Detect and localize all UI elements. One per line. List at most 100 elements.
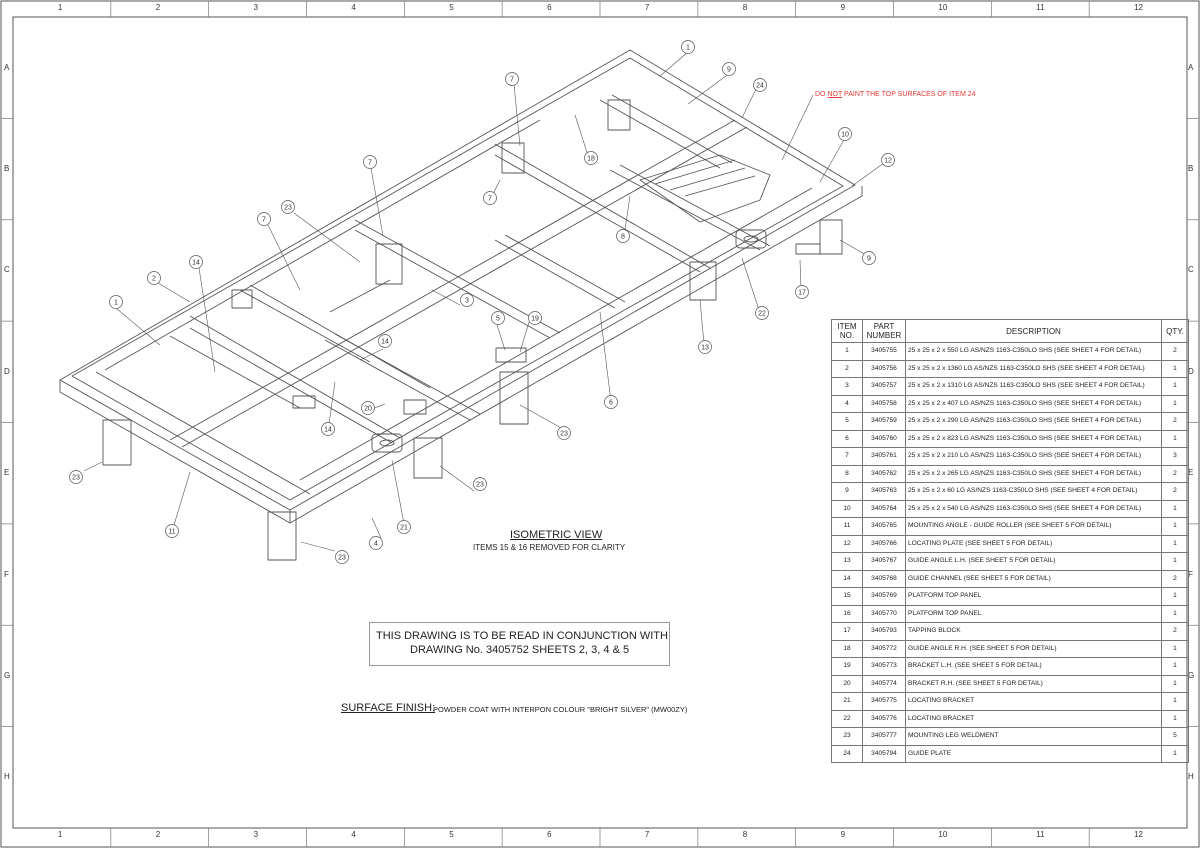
balloon-number: 7: [488, 196, 492, 203]
balloon-circle: [881, 153, 895, 167]
bom-cell-part: 3405794: [862, 744, 906, 763]
balloon-number: 2: [152, 276, 156, 283]
bom-cell-part: 3405765: [862, 517, 906, 536]
zone-column-label: 9: [840, 3, 846, 12]
zone-row-label: F: [4, 569, 9, 579]
balloon-number: 14: [192, 260, 200, 267]
zone-row-label: A: [1188, 62, 1194, 72]
balloon-number: 4: [374, 541, 378, 548]
balloon-number: 23: [284, 205, 292, 212]
bom-cell-qty: 1: [1161, 604, 1189, 623]
bom-cell-part: 3405755: [862, 342, 906, 361]
balloon-circle: [147, 271, 161, 285]
balloon-number: 7: [510, 77, 514, 84]
bom-cell-item: 14: [831, 569, 863, 588]
balloon-circle: [369, 536, 383, 550]
bom-cell-item: 22: [831, 709, 863, 728]
zone-row-label: F: [1188, 569, 1193, 579]
bom-cell-part: 3405758: [862, 394, 906, 413]
balloon-number: 23: [560, 431, 568, 438]
reference-note-box: THIS DRAWING IS TO BE READ IN CONJUNCTIO…: [369, 622, 670, 666]
balloon-circle: [722, 62, 736, 76]
bom-cell-qty: 3: [1161, 447, 1189, 466]
zone-column-label: 11: [1036, 3, 1045, 12]
bom-cell-qty: 2: [1161, 482, 1189, 501]
bom-cell-item: 13: [831, 552, 863, 571]
bom-cell-item: 3: [831, 377, 863, 396]
balloon-number: 9: [867, 256, 871, 263]
view-title: ISOMETRIC VIEW: [510, 529, 603, 541]
bom-cell-desc: MOUNTING LEG WELDMENT: [905, 727, 1162, 746]
zone-column-label: 4: [351, 830, 356, 839]
balloon-number: 22: [758, 311, 766, 318]
bom-cell-desc: LOCATING BRACKET: [905, 709, 1162, 728]
balloon-number: 13: [701, 345, 709, 352]
bom-cell-part: 3405775: [862, 692, 906, 711]
zone-column-label: 4: [351, 3, 356, 12]
bom-cell-desc: GUIDE PLATE: [905, 744, 1162, 763]
zone-column-label: 9: [840, 830, 846, 839]
zone-column-label: 3: [253, 830, 259, 839]
bom-cell-desc: PLATFORM TOP PANEL: [905, 604, 1162, 623]
zone-row-label: A: [4, 62, 10, 72]
bom-cell-part: 3405756: [862, 359, 906, 378]
balloon-circle: [69, 470, 83, 484]
bom-cell-item: 4: [831, 394, 863, 413]
bom-cell-qty: 1: [1161, 692, 1189, 711]
balloon-circle: [363, 155, 377, 169]
bom-cell-desc: MOUNTING ANGLE - GUIDE ROLLER (SEE SHEET…: [905, 517, 1162, 536]
bom-cell-qty: 2: [1161, 464, 1189, 483]
zone-row-label: C: [1188, 265, 1194, 275]
zone-column-label: 10: [938, 3, 948, 12]
bom-cell-desc: LOCATING BRACKET: [905, 692, 1162, 711]
bom-cell-item: 8: [831, 464, 863, 483]
bom-cell-part: 3405793: [862, 622, 906, 641]
bom-cell-desc: 25 x 25 x 2 x 1360 LG AS/NZS 1163-C350LO…: [905, 359, 1162, 378]
zone-row-label: B: [1188, 164, 1194, 174]
bom-cell-part: 3405757: [862, 377, 906, 396]
bom-cell-item: 1: [831, 342, 863, 361]
balloon-number: 10: [841, 132, 849, 139]
bom-cell-part: 3405776: [862, 709, 906, 728]
balloon-circle: [838, 127, 852, 141]
surface-finish-label: SURFACE FINISH:: [341, 702, 436, 714]
bom-cell-item: 24: [831, 744, 863, 763]
zone-column-label: 7: [644, 830, 650, 839]
zone-row-label: H: [4, 772, 10, 782]
bom-cell-part: 3405767: [862, 552, 906, 571]
balloon-number: 23: [72, 475, 80, 482]
bom-cell-item: 23: [831, 727, 863, 746]
bom-cell-qty: 1: [1161, 709, 1189, 728]
balloon-number: 21: [400, 525, 408, 532]
bom-cell-qty: 1: [1161, 744, 1189, 763]
bom-cell-desc: LOCATING PLATE (SEE SHEET 5 FOR DETAIL): [905, 534, 1162, 553]
bom-cell-item: 11: [831, 517, 863, 536]
bom-cell-desc: 25 x 25 x 2 x 1310 LG AS/NZS 1163-C350LO…: [905, 377, 1162, 396]
balloon-number: 6: [609, 400, 613, 407]
balloon-circle: [321, 422, 335, 436]
zone-column-label: 2: [155, 830, 161, 839]
view-subtitle: ITEMS 15 & 16 REMOVED FOR CLARITY: [473, 543, 626, 552]
bom-cell-item: 18: [831, 639, 863, 658]
bom-cell-item: 17: [831, 622, 863, 641]
bom-cell-item: 16: [831, 604, 863, 623]
bom-cell-part: 3405764: [862, 499, 906, 518]
balloon-circle: [584, 151, 598, 165]
balloon-circle: [189, 255, 203, 269]
bom-cell-part: 3405774: [862, 674, 906, 693]
bom-cell-qty: 1: [1161, 639, 1189, 658]
